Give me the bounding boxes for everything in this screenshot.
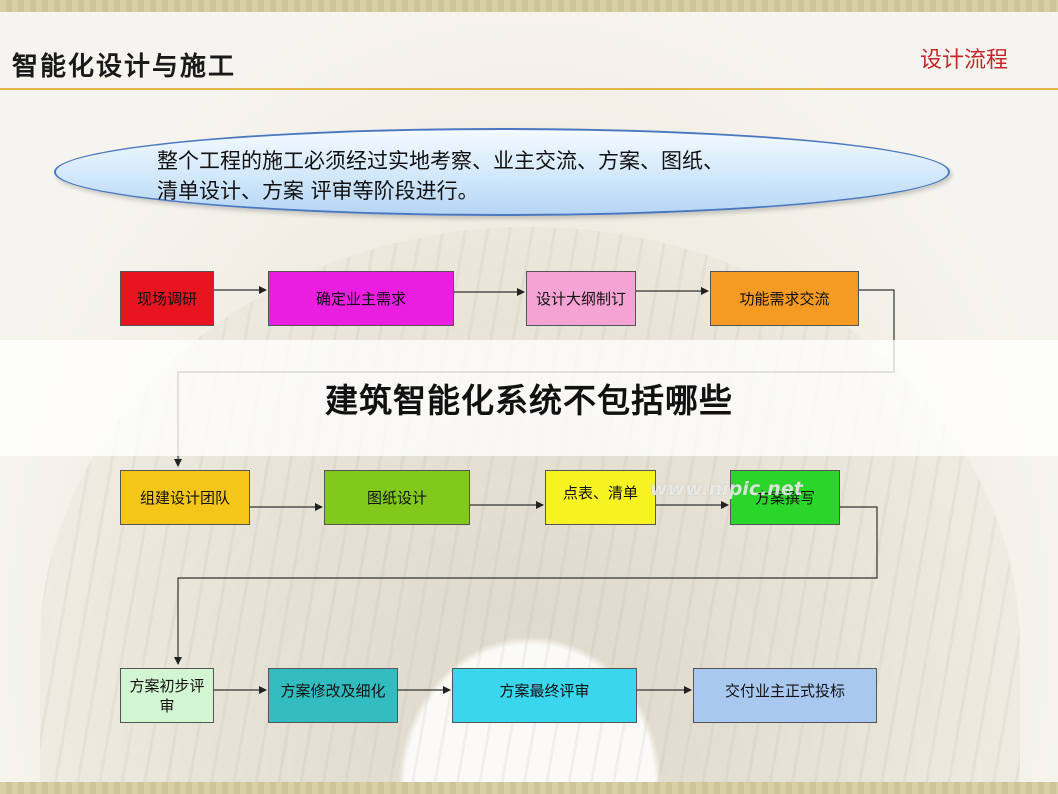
intro-ellipse [54,128,950,216]
step-point-list: 点表、清单 [545,470,656,525]
step-owner-requirements: 确定业主需求 [268,271,454,326]
banner-overlay [0,340,1058,456]
step-initial-review: 方案初步评审 [120,668,214,723]
top-border-stripe [0,0,1058,12]
arrow-8-wrap [174,506,878,665]
intro-line-1: 整个工程的施工必须经过实地考察、业主交流、方案、图纸、 [157,149,724,173]
banner-text: 建筑智能化系统不包括哪些 [325,381,733,420]
step-function-exchange: 功能需求交流 [710,271,859,326]
bottom-border-stripe [0,782,1058,794]
step-drawing-design: 图纸设计 [324,470,470,525]
step-revise-refine: 方案修改及细化 [268,668,398,723]
header-divider [0,88,1058,90]
watermark-text: www.nipic.net [650,478,803,500]
slide-title: 智能化设计与施工 [12,52,237,82]
section-tag: 设计流程 [920,48,1009,73]
intro-text: 整个工程的施工必须经过实地考察、业主交流、方案、图纸、 清单设计、方案 评审等阶… [157,146,897,206]
step-build-team: 组建设计团队 [120,470,250,525]
step-proposal-writing: 方案撰写 [730,470,840,525]
step-site-survey: 现场调研 [120,271,214,326]
step-design-outline: 设计大纲制订 [526,271,636,326]
step-deliver-bid: 交付业主正式投标 [693,668,877,723]
step-final-review: 方案最终评审 [452,668,637,723]
intro-line-2: 清单设计、方案 评审等阶段进行。 [157,179,479,203]
